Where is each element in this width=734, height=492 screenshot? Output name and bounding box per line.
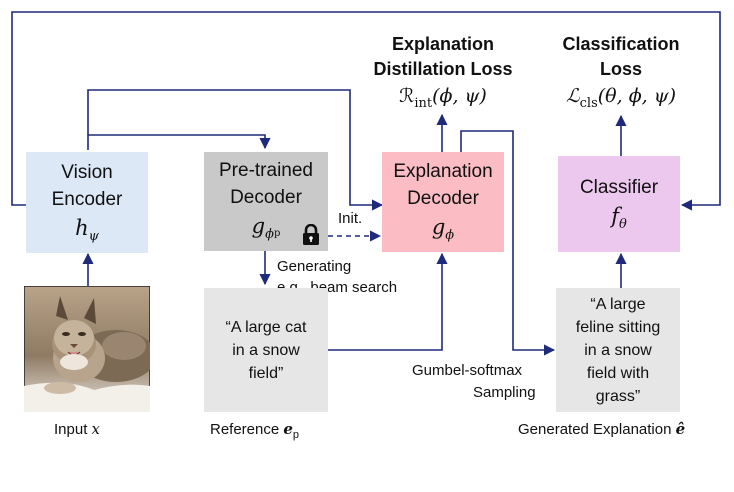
lynx-photo: [24, 286, 150, 412]
classifier-title: Classifier: [579, 176, 659, 198]
generated-caption-line-2: feline sitting: [575, 318, 661, 336]
classification-loss-label: Classification Loss ℒcls(θ, ϕ, ψ): [540, 32, 702, 111]
pretrained-decoder-title-2: Decoder: [230, 187, 302, 208]
arrow-encoder-to-classifier: [11, 11, 721, 211]
distillation-loss-title-1: Explanation: [391, 34, 494, 54]
arrow-encoder-to-explanation: [87, 89, 384, 211]
vision-encoder-title-2: Encoder: [51, 188, 123, 210]
reference-caption-line-2: in a snow: [232, 341, 300, 359]
distillation-loss-title-2: Distillation Loss: [373, 59, 513, 79]
arrow-explanation-to-generated: [460, 130, 556, 356]
gumbel-label-1: Gumbel-softmax: [412, 362, 523, 379]
explanation-decoder-symbol: gϕ: [431, 215, 455, 243]
vision-encoder-box: Vision Encoder hψ: [26, 152, 148, 253]
lock-icon: [303, 224, 319, 245]
reference-label: Reference ep: [210, 420, 300, 441]
generating-label-1: Generating: [277, 258, 352, 275]
classification-loss-title-2: Loss: [599, 59, 642, 79]
explanation-decoder-title-1: Explanation: [393, 161, 493, 182]
generated-caption-box: “A large feline sitting in a snow field …: [556, 288, 680, 412]
classifier-symbol: fθ: [611, 203, 627, 232]
generated-caption-line-1: “A large: [590, 295, 646, 313]
arrow-encoder-to-pretrained: [87, 134, 271, 150]
arrow-reference-to-explanation: [328, 252, 448, 351]
reference-caption-line-1: “A large cat: [225, 318, 307, 336]
classifier-box: Classifier fθ: [558, 156, 680, 252]
distillation-loss-symbol: ℛint(ϕ, ψ): [399, 85, 487, 111]
generated-label: Generated Explanation ê: [518, 420, 686, 438]
reference-caption-line-3: field”: [248, 364, 284, 382]
explanation-decoder-box: Explanation Decoder gϕ: [382, 152, 504, 252]
generated-caption-line-5: grass”: [595, 387, 641, 405]
vision-encoder-title-1: Vision: [61, 161, 113, 183]
generated-caption-line-3: in a snow: [584, 341, 652, 359]
reference-caption-box: “A large cat in a snow field”: [204, 288, 328, 412]
pretrained-decoder-symbol: gϕp: [251, 214, 281, 242]
classification-loss-title-1: Classification: [562, 34, 680, 54]
distillation-loss-label: Explanation Distillation Loss ℛint(ϕ, ψ): [360, 32, 526, 111]
vision-encoder-symbol: hψ: [75, 215, 99, 244]
input-label: Input x: [54, 420, 100, 438]
gumbel-label-2: Sampling: [473, 384, 536, 401]
init-label: Init.: [338, 210, 363, 227]
classification-loss-symbol: ℒcls(θ, ϕ, ψ): [565, 85, 677, 111]
generated-caption-line-4: field with: [586, 364, 650, 382]
explanation-decoder-title-2: Decoder: [407, 188, 479, 209]
pretrained-decoder-title-1: Pre-trained: [219, 160, 313, 181]
